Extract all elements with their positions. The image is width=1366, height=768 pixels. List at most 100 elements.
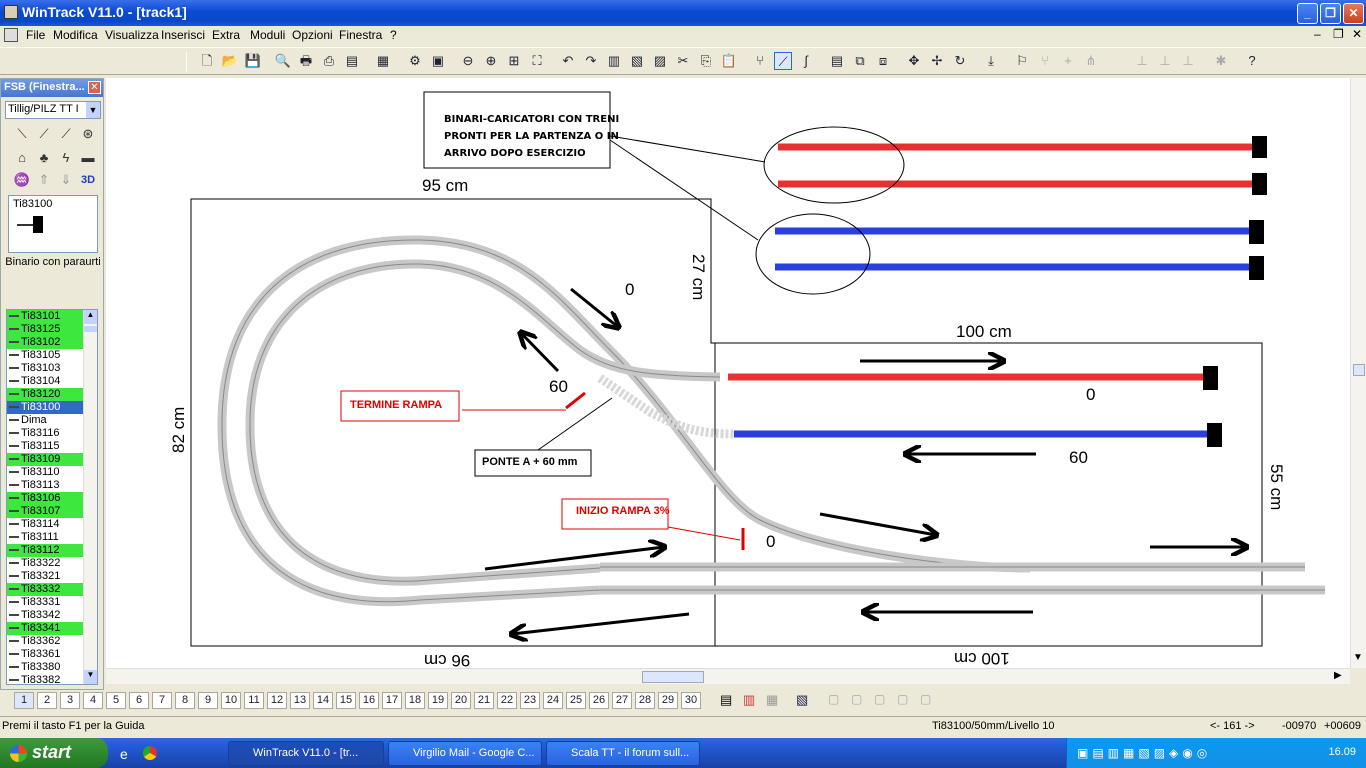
turnout-icon[interactable]: ⑂: [756, 53, 764, 68]
ramp-up-icon[interactable]: ⇑: [38, 172, 50, 187]
track-list-item[interactable]: Ti83362: [7, 635, 97, 648]
ramp-down-icon[interactable]: ⇓: [60, 172, 72, 187]
layer-red-icon[interactable]: ▤: [830, 53, 844, 68]
layer-tab[interactable]: 13: [290, 692, 310, 709]
print-setup-icon[interactable]: ⎙: [323, 53, 335, 68]
minimize-button[interactable]: _: [1297, 3, 1318, 24]
track-list-item[interactable]: Ti83321: [7, 570, 97, 583]
scroll-down-icon[interactable]: ▼: [1353, 652, 1363, 663]
layer-lock-icon[interactable]: ▦: [766, 692, 779, 707]
track-list-item[interactable]: Ti83116: [7, 427, 97, 440]
task-virgilio[interactable]: Virgilio Mail - Google C...: [388, 741, 542, 766]
new-icon[interactable]: 🗋: [201, 53, 213, 68]
track-plan-drawing[interactable]: [106, 78, 1350, 668]
task-scala-tt[interactable]: Scala TT - il forum sull...: [546, 741, 700, 766]
view-4-icon[interactable]: ▢: [897, 692, 909, 706]
zoom-fit-icon[interactable]: ⛶: [532, 53, 542, 68]
layer-tab[interactable]: 15: [336, 692, 356, 709]
track-list-item[interactable]: Ti83109: [7, 453, 97, 466]
scroll-down-icon[interactable]: ▼: [84, 670, 97, 684]
help-pointer-icon[interactable]: ?: [1248, 53, 1256, 68]
track-list-item[interactable]: Ti83107: [7, 505, 97, 518]
track-list-item[interactable]: Ti83331: [7, 596, 97, 609]
flex-track-icon[interactable]: ∫: [804, 53, 808, 68]
menu-finestra[interactable]: Finestra: [339, 28, 383, 42]
track-list-item[interactable]: Ti83361: [7, 648, 97, 661]
layer-tab[interactable]: 30: [681, 692, 701, 709]
copy-icon[interactable]: ⎘: [700, 53, 712, 68]
split-3-icon[interactable]: ⊥: [1182, 53, 1194, 68]
locomotive-icon[interactable]: ▬: [81, 150, 95, 165]
join-icon[interactable]: ⋔: [1085, 53, 1097, 68]
lightning-icon[interactable]: ϟ: [62, 150, 70, 165]
save-icon[interactable]: 💾: [244, 53, 262, 68]
vertical-scroll-thumb[interactable]: [1353, 364, 1365, 376]
open-icon[interactable]: 📂: [221, 53, 239, 68]
close-button[interactable]: ✕: [1343, 3, 1364, 24]
track-list-item[interactable]: Dima: [7, 414, 97, 427]
straight-track-icon[interactable]: ⟍: [17, 126, 27, 141]
layer-tab[interactable]: 8: [175, 692, 195, 709]
layer-manager-icon[interactable]: ▤: [720, 692, 733, 707]
layer-delete-icon[interactable]: ⧈: [878, 53, 888, 68]
menu-modifica[interactable]: Modifica: [53, 28, 98, 42]
chrome-icon[interactable]: [143, 746, 157, 760]
building-icon[interactable]: ⌂: [18, 150, 26, 165]
layer-tab[interactable]: 26: [589, 692, 609, 709]
track-list-item[interactable]: Ti83382: [7, 674, 97, 684]
height-icon[interactable]: ⤓: [988, 53, 994, 68]
panel-close-icon[interactable]: ✕: [88, 81, 101, 94]
layout-canvas[interactable]: BINARI-CARICATORI CON TRENI PRONTI PER L…: [106, 78, 1350, 668]
paste-icon[interactable]: 📋: [720, 53, 738, 68]
redo-icon[interactable]: ↷: [585, 53, 597, 68]
layer-tab[interactable]: 29: [658, 692, 678, 709]
group-icon[interactable]: ▧: [630, 53, 644, 68]
track-list-item[interactable]: Ti83332: [7, 583, 97, 596]
track-list-item[interactable]: Ti83110: [7, 466, 97, 479]
layer-tab[interactable]: 22: [497, 692, 517, 709]
cut-icon[interactable]: ✂: [677, 53, 689, 68]
mdi-restore-icon[interactable]: ❐: [1333, 27, 1344, 41]
layer-tab[interactable]: 25: [566, 692, 586, 709]
tunnel-icon[interactable]: ♒: [13, 172, 31, 187]
library-select[interactable]: Tillig/PILZ TT I▼: [5, 101, 101, 119]
turntable-icon[interactable]: ⊛: [82, 126, 94, 141]
track-list-item[interactable]: Ti83113: [7, 479, 97, 492]
layer-tab[interactable]: 10: [221, 692, 241, 709]
track-list-item[interactable]: Ti83111: [7, 531, 97, 544]
start-button[interactable]: start: [0, 738, 108, 768]
track-list-item[interactable]: Ti83380: [7, 661, 97, 674]
layer-tab[interactable]: 12: [267, 692, 287, 709]
menu-file[interactable]: File: [26, 28, 46, 42]
ungroup-icon[interactable]: ▨: [653, 53, 667, 68]
ie-icon[interactable]: e: [120, 746, 128, 762]
rotate-icon[interactable]: ✢: [931, 53, 943, 68]
undo-icon[interactable]: ↶: [562, 53, 574, 68]
scroll-thumb[interactable]: [84, 326, 97, 332]
gear-icon[interactable]: ✱: [1215, 53, 1227, 68]
move-icon[interactable]: ✥: [908, 53, 920, 68]
track-list-item[interactable]: Ti83112: [7, 544, 97, 557]
view-2-icon[interactable]: ▢: [851, 692, 863, 706]
track-list-item[interactable]: Ti83114: [7, 518, 97, 531]
layer-tab[interactable]: 7: [152, 692, 172, 709]
track-list-item[interactable]: Ti83106: [7, 492, 97, 505]
turnout-track-icon[interactable]: ⟋: [61, 126, 71, 141]
layer-tab[interactable]: 28: [635, 692, 655, 709]
layer-tab[interactable]: 3: [60, 692, 80, 709]
list-icon[interactable]: ▤: [345, 53, 359, 68]
list-scrollbar[interactable]: ▲ ▼: [83, 310, 97, 684]
view-1-icon[interactable]: ▢: [828, 692, 840, 706]
scroll-up-icon[interactable]: ▲: [84, 310, 97, 324]
chevron-down-icon[interactable]: ▼: [86, 102, 100, 118]
mdi-minimize-icon[interactable]: –: [1314, 27, 1321, 41]
layer-tab[interactable]: 27: [612, 692, 632, 709]
menu-opzioni[interactable]: Opzioni: [292, 28, 333, 42]
menu-help[interactable]: ?: [390, 28, 397, 42]
layer-tab[interactable]: 6: [129, 692, 149, 709]
view-5-icon[interactable]: ▢: [920, 692, 932, 706]
track-list-item[interactable]: Ti83125: [7, 323, 97, 336]
layer-tab[interactable]: 17: [382, 692, 402, 709]
rotate-180-icon[interactable]: ↻: [954, 53, 966, 68]
